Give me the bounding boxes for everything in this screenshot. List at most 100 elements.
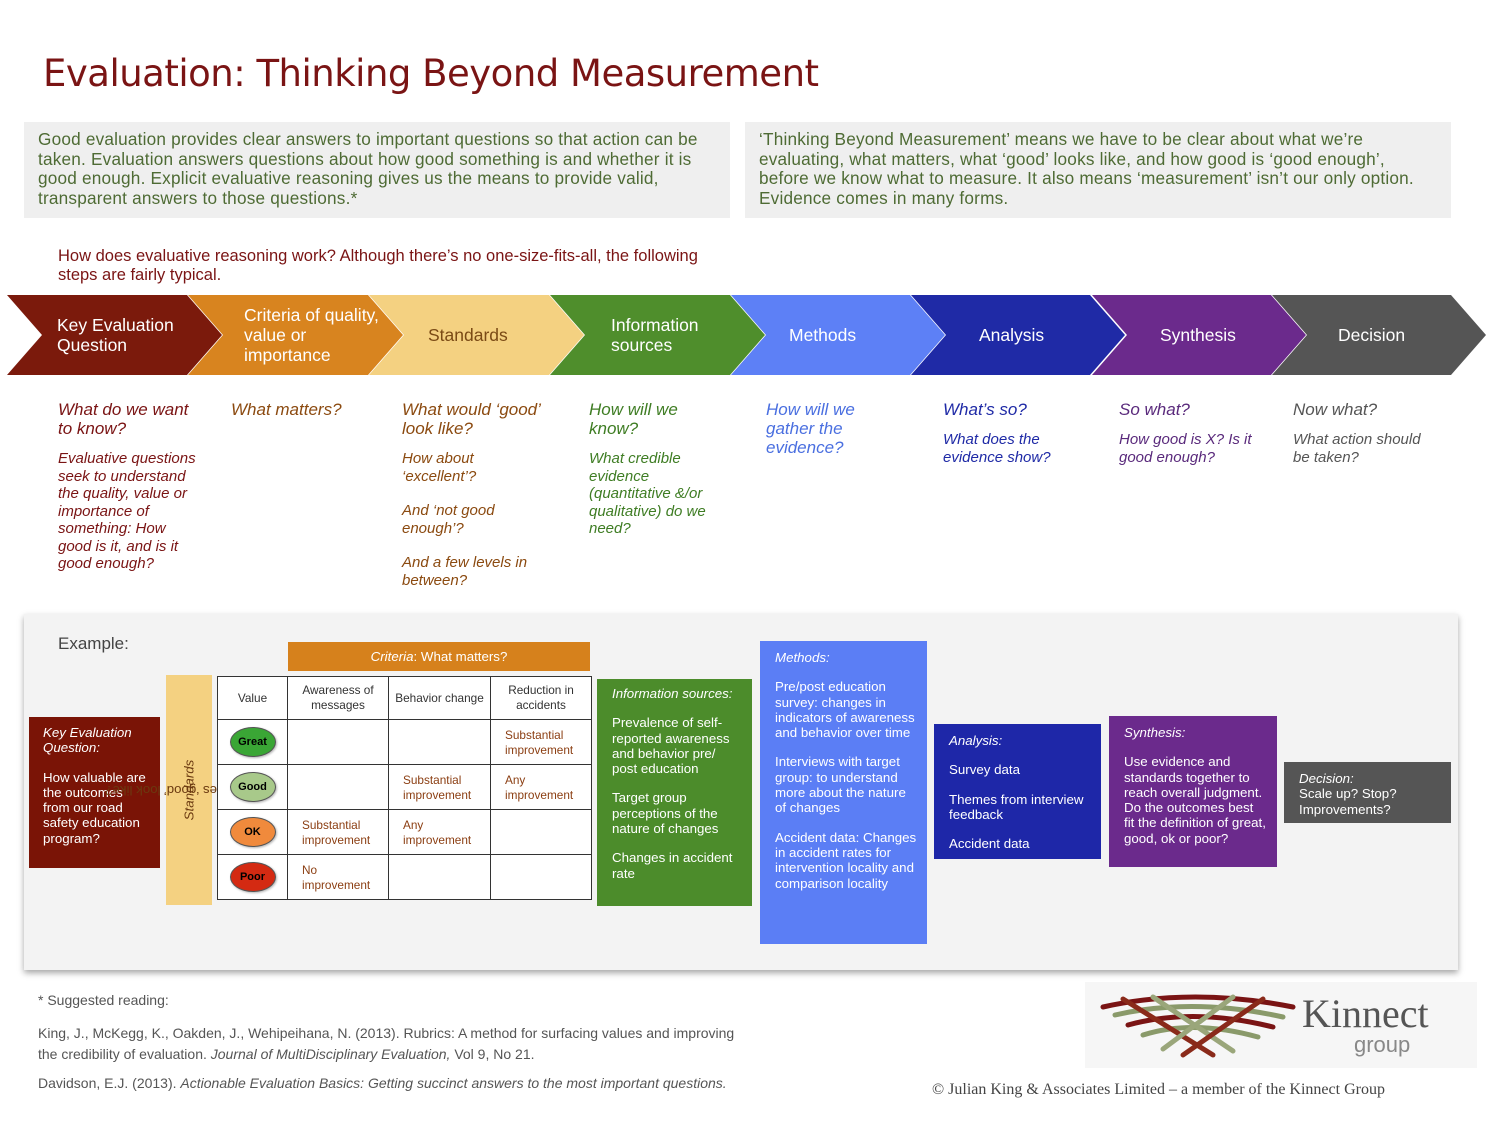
step-subquestion: What action should be taken? xyxy=(1293,431,1421,466)
step-label-1: Criteria of quality, value or importance xyxy=(244,305,379,365)
kinnect-logo-group: group xyxy=(1354,1032,1411,1057)
step-arrow-1 xyxy=(188,295,403,375)
step-subquestions-6: How good is X? Is it good enough? xyxy=(1119,431,1259,466)
step-question-block-5: What’s so?What does the evidence show? xyxy=(943,400,1073,483)
info-source-item: Changes in accident rate xyxy=(612,850,733,881)
rubric-level-cell: Poor xyxy=(217,854,288,900)
step-subquestion: And ‘not good enough’? xyxy=(402,502,495,537)
step-label-2: Standards xyxy=(428,325,508,345)
process-arrows xyxy=(7,295,1486,375)
rubric-cell: Substantial improvement xyxy=(388,764,491,810)
methods-item: Pre/post education survey: changes in in… xyxy=(775,679,915,741)
example-methods-box: Methods: Pre/post education survey: chan… xyxy=(760,641,927,944)
rubric-cell xyxy=(388,854,491,900)
rubric-cell: Any improvement xyxy=(490,764,592,810)
step-subquestions-7: What action should be taken? xyxy=(1293,431,1433,466)
criteria-header-suffix: : What matters? xyxy=(413,649,508,664)
step-question-2: What would ‘good’ look like? xyxy=(402,400,540,438)
example-key-question-box: Key Evaluation Question: How valuable ar… xyxy=(29,717,160,868)
example-synthesis-box: Synthesis: Use evidence and standards to… xyxy=(1109,716,1277,867)
step-subquestion: How good is X? Is it good enough? xyxy=(1119,431,1252,466)
step-arrow-5 xyxy=(911,295,1125,375)
example-decision-box: Decision: Scale up? Stop? Improvements? xyxy=(1284,762,1451,823)
step-question-block-7: Now what? What action should be taken? xyxy=(1293,400,1433,483)
reference-davidson: Davidson, E.J. (2013). Actionable Evalua… xyxy=(38,1075,798,1091)
step-subquestions-5: What does the evidence show? xyxy=(943,431,1073,466)
step-arrow-7 xyxy=(1272,295,1486,375)
step-arrow-4 xyxy=(731,295,945,375)
step-question-4: How will we gather the evidence? xyxy=(766,400,855,457)
example-info-sources-box: Information sources: Prevalence of self-… xyxy=(597,679,752,906)
methods-item: Interviews with target group: to underst… xyxy=(775,754,906,816)
intro-left-text: Good evaluation provides clear answers t… xyxy=(24,122,730,218)
step-arrow-3 xyxy=(550,295,765,375)
example-analysis-box: Analysis: Survey data Themes from interv… xyxy=(934,724,1101,859)
step-question-1: What matters? xyxy=(231,400,342,419)
step-subquestion: What does the evidence show? xyxy=(943,431,1051,466)
rubric-table: Value Awareness of messages Behavior cha… xyxy=(217,676,592,900)
rubric-cell xyxy=(287,719,389,765)
rubric-row-good: Good Substantial improvement Any improve… xyxy=(217,764,592,810)
step-label-0: Key Evaluation Question xyxy=(57,315,174,355)
rubric-level-cell: OK xyxy=(217,809,288,855)
level-badge-ok: OK xyxy=(229,817,276,847)
rubric-cell xyxy=(490,809,592,855)
step-label-6: Synthesis xyxy=(1160,325,1236,345)
kinnect-logo-name: Kinnect xyxy=(1302,991,1429,1036)
criteria-header: Criteria: What matters? xyxy=(288,642,590,671)
methods-item: Accident data: Changes in accident rates… xyxy=(775,829,917,891)
reference-king-journal: Journal of MultiDisciplinary Evaluation, xyxy=(210,1046,451,1062)
step-question-block-0: What do we want to know? Evaluative quest… xyxy=(58,400,203,590)
analysis-heading: Analysis: xyxy=(949,733,1003,748)
step-label-3: Information sources xyxy=(611,315,699,355)
step-subquestion: Evaluative questions seek to understand … xyxy=(58,450,196,572)
rubric-level-cell: Great xyxy=(217,719,288,765)
reference-davidson-main: Davidson, E.J. (2013). xyxy=(38,1075,181,1091)
rubric-header-awareness: Awareness of messages xyxy=(287,676,389,720)
example-key-question-text: How valuable are the outcomes from our r… xyxy=(43,769,146,846)
reference-king-tail: Vol 9, No 21. xyxy=(450,1046,535,1062)
rubric-row-great: Great Substantial improvement xyxy=(217,719,592,765)
rubric-level-cell: Good xyxy=(217,764,288,810)
methods-heading: Methods: xyxy=(775,650,830,665)
step-question-block-3: How will we know?What credible evidence … xyxy=(589,400,719,555)
level-badge-great: Great xyxy=(229,727,276,757)
standards-vertical-label: Standards: What does ‘good’ look like? xyxy=(105,675,273,905)
step-subquestions-2: How about ‘excellent’?And ‘not good enou… xyxy=(402,450,547,589)
step-label-5: Analysis xyxy=(979,325,1045,345)
step-arrow-6 xyxy=(1092,295,1306,375)
step-label-4: Methods xyxy=(789,325,857,345)
kinnect-weave-icon xyxy=(1100,994,1296,1058)
synthesis-text: Use evidence and standards together to r… xyxy=(1124,754,1266,846)
example-label: Example: xyxy=(58,634,129,653)
example-key-question-heading: Key Evaluation Question: xyxy=(43,725,132,756)
how-it-works-text: How does evaluative reasoning work? Alth… xyxy=(58,247,698,284)
decision-heading: Decision: xyxy=(1299,771,1354,786)
step-question-0: What do we want to know? xyxy=(58,400,189,438)
step-subquestion: And a few levels in between? xyxy=(402,554,528,589)
rubric-header-behavior: Behavior change xyxy=(388,676,491,720)
step-question-6: So what? xyxy=(1119,400,1190,419)
kinnect-logo xyxy=(1085,982,1477,1068)
step-question-7: Now what? xyxy=(1293,400,1378,419)
rubric-header-value: Value xyxy=(217,676,288,720)
analysis-item: Accident data xyxy=(949,836,1030,852)
info-source-item: Target group perceptions of the nature o… xyxy=(612,790,719,837)
decision-text: Scale up? Stop? Improvements? xyxy=(1299,786,1397,817)
step-question-block-1: What matters? xyxy=(231,400,371,419)
step-arrow-2 xyxy=(369,295,584,375)
rubric-cell xyxy=(490,854,592,900)
intro-right-text: ‘Thinking Beyond Measurement’ means we h… xyxy=(745,122,1451,218)
level-badge-poor: Poor xyxy=(229,862,276,892)
step-arrow-0 xyxy=(7,295,222,375)
info-sources-heading: Information sources: xyxy=(612,686,733,701)
page-title: Evaluation: Thinking Beyond Measurement xyxy=(43,52,819,95)
rubric-cell xyxy=(287,764,389,810)
analysis-item: Survey data xyxy=(949,762,1020,778)
step-question-block-6: So what? How good is X? Is it good enough… xyxy=(1119,400,1259,483)
reference-davidson-title: Actionable Evaluation Basics: Getting su… xyxy=(180,1075,727,1091)
rubric-header-accidents: Reduction in accidents xyxy=(490,676,592,720)
rubric-header-row: Value Awareness of messages Behavior cha… xyxy=(217,676,592,720)
rubric-cell: Substantial improvement xyxy=(490,719,592,765)
step-subquestions-3: What credible evidence (quantitative &/o… xyxy=(589,450,719,538)
